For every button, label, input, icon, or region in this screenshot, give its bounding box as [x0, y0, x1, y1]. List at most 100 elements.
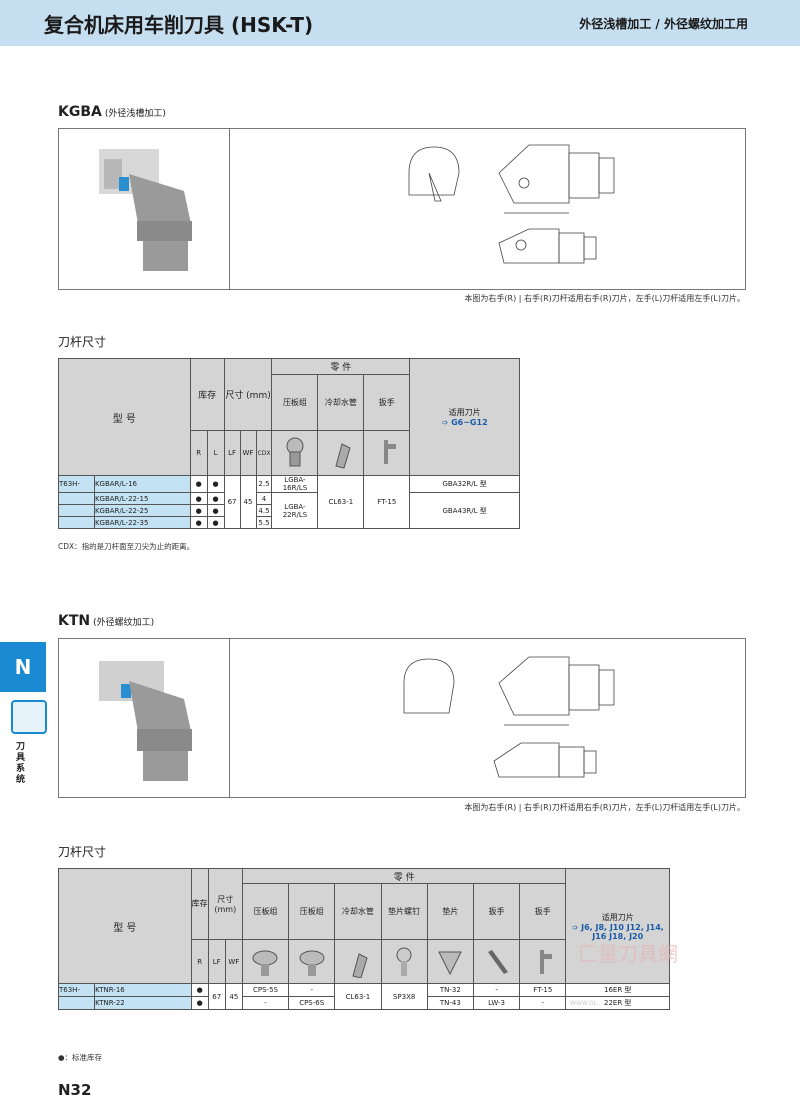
page-title: 复合机床用车削刀具 (HSK-T): [44, 13, 314, 37]
kgba-lf: 67: [223, 475, 241, 529]
ktn-row-r: ●: [190, 983, 209, 997]
ktn-row-prefix: [57, 996, 96, 1010]
ktn-head-clamp2: 压板组: [288, 883, 336, 940]
kgba-row-prefix: [58, 492, 95, 505]
ktn-coolant: CL63-1: [334, 983, 382, 1010]
shim-icon: [426, 939, 474, 984]
kgba-row-r: ●: [189, 504, 208, 517]
ktn-head-coolant: 冷却水管: [334, 883, 382, 940]
ktn-dim-title: 刀杆尺寸: [58, 845, 107, 859]
ktn-spec-table: 型 号 库存 尺寸 (mm) 零 件 适用刀片 ➩ J6, J8, J10 J1…: [57, 868, 670, 1010]
kgba-row-l: ●: [206, 504, 225, 517]
ktn-row-shim: TN-32: [426, 983, 474, 997]
tool-system-icon: [11, 700, 47, 734]
ktn-head-model: 型 号: [58, 868, 192, 984]
ktn-row-wrench2: -: [519, 996, 567, 1010]
kgba-head-model: 型 号: [58, 358, 191, 476]
kgba-insert-title: 适用刀片: [448, 408, 481, 417]
kgba-desc: (外径浅槽加工): [104, 109, 166, 119]
stock-legend: ●：标准库存: [58, 1053, 103, 1062]
wrench-icon: [519, 939, 567, 984]
l-wrench-icon: [472, 939, 521, 984]
clamp-set-icon: [241, 939, 290, 984]
kgba-row-model: KGBAR/L-22-15: [93, 492, 191, 505]
ktn-head-r: R: [190, 939, 209, 984]
ktn-head-shim: 垫片: [426, 883, 474, 940]
kgba-wrench: FT-15: [363, 475, 411, 529]
ktn-head-wrench2: 扳手: [519, 883, 567, 940]
ktn-title: KTN(外径螺纹加工): [58, 613, 154, 629]
ktn-wf: 45: [224, 983, 243, 1010]
kgba-row-l: ●: [206, 475, 225, 493]
ktn-photo: [99, 661, 192, 781]
ktn-head-size: 尺寸 (mm): [207, 868, 243, 940]
ktn-row-clamp1: -: [241, 996, 290, 1010]
ktn-dimension-drawing: [403, 656, 615, 778]
kgba-insert-range-text: G6~G12: [451, 418, 488, 427]
kgba-note: 本图为右手(R) | 右手(R)刀杆适用右手(R)刀片，左手(L)刀杆适用左手(…: [464, 294, 745, 303]
kgba-row-cdx: 4.5: [255, 504, 273, 517]
kgba-row-r: ●: [189, 475, 208, 493]
kgba-insert-2: GBA43R/L 型: [409, 492, 520, 529]
watermark-url: WWW.GL...: [570, 1000, 603, 1007]
kgba-row-prefix: T63H-: [58, 475, 95, 493]
kgba-dimension-drawing: [408, 144, 615, 264]
kgba-title: KGBA(外径浅槽加工): [58, 104, 166, 120]
ktn-row-model: KTNR-22: [94, 996, 192, 1010]
ktn-head-clamp1: 压板组: [241, 883, 290, 940]
ktn-insert-list-text: J6, J8, J10 J12, J14, J16 J18, J20: [581, 922, 664, 941]
kgba-row-model: KGBAR/L-16: [93, 475, 191, 493]
kgba-head-insert: 适用刀片 ➩ G6~G12: [409, 358, 520, 476]
ktn-head-insert: 适用刀片 ➩ J6, J8, J10 J12, J14, J16 J18, J2…: [565, 868, 670, 984]
kgba-row-cdx: 5.5: [255, 516, 273, 529]
ktn-head-stock: 库存: [190, 868, 209, 940]
section-tab-n[interactable]: N: [0, 642, 46, 692]
ktn-screw: SP3X8: [380, 983, 428, 1010]
shim-screw-icon: [380, 939, 428, 984]
ktn-head-wf: WF: [224, 939, 243, 984]
kgba-head-wf: WF: [239, 430, 257, 476]
ktn-insert-title: 适用刀片: [601, 912, 634, 922]
kgba-head-cdx: CDX: [255, 430, 273, 476]
kgba-insert-1: GBA32R/L 型: [409, 475, 520, 493]
wrench-icon: [363, 430, 411, 476]
ktn-row-clamp2: CPS-6S: [288, 996, 336, 1010]
kgba-head-r: R: [189, 430, 208, 476]
ktn-head-screw: 垫片螺钉: [380, 883, 428, 940]
kgba-row-l: ●: [206, 492, 225, 505]
clamp-set-icon: [271, 430, 319, 476]
kgba-row-r: ●: [189, 492, 208, 505]
kgba-spec-table: 型 号 库存 尺寸 (mm) 零 件 适用刀片 ➩ G6~G12 压板组 冷却水…: [58, 358, 520, 529]
ktn-insert-list: ➩ J6, J8, J10 J12, J14, J16 J18, J20: [571, 922, 664, 941]
ktn-row-insert: 16ER 型: [565, 983, 670, 997]
kgba-dim-title: 刀杆尺寸: [58, 335, 107, 349]
ktn-code: KTN: [58, 613, 91, 629]
ktn-row-clamp2: -: [288, 983, 336, 997]
kgba-photo: [99, 149, 192, 271]
kgba-row-prefix: [58, 504, 95, 517]
ktn-drawing-box: [58, 638, 746, 798]
kgba-code: KGBA: [58, 104, 102, 120]
kgba-head-parts: 零 件: [271, 358, 411, 375]
ktn-head-parts: 零 件: [241, 868, 567, 884]
kgba-head-stock: 库存: [189, 358, 225, 431]
page-header: 复合机床用车削刀具 (HSK-T) 外径浅槽加工 / 外径螺纹加工用: [0, 0, 800, 46]
kgba-row-cdx: 2.5: [255, 475, 273, 493]
ktn-head-wrench1: 扳手: [472, 883, 521, 940]
header-subtitle: 外径浅槽加工 / 外径螺纹加工用: [579, 17, 748, 31]
kgba-head-coolant: 冷却水管: [317, 374, 365, 431]
kgba-clamp-1: LGBA-16R/LS: [271, 475, 319, 493]
kgba-clamp-2: LGBA-22R/LS: [271, 492, 319, 529]
page-number: N32: [58, 1081, 92, 1099]
ktn-row-model: KTNR-16: [94, 983, 192, 997]
coolant-pipe-icon: [334, 939, 382, 984]
kgba-row-model: KGBAR/L-22-25: [93, 504, 191, 517]
kgba-row-model: KGBAR/L-22-35: [93, 516, 191, 529]
watermark-logo: 匚量刀具網: [578, 942, 678, 966]
kgba-drawing-box: [58, 128, 746, 290]
clamp-set-icon: [288, 939, 336, 984]
ktn-row-wrench2: FT-15: [519, 983, 567, 997]
ktn-row-clamp1: CPS-5S: [241, 983, 290, 997]
ktn-row-r: ●: [190, 996, 209, 1010]
kgba-head-wrench: 扳手: [363, 374, 411, 431]
